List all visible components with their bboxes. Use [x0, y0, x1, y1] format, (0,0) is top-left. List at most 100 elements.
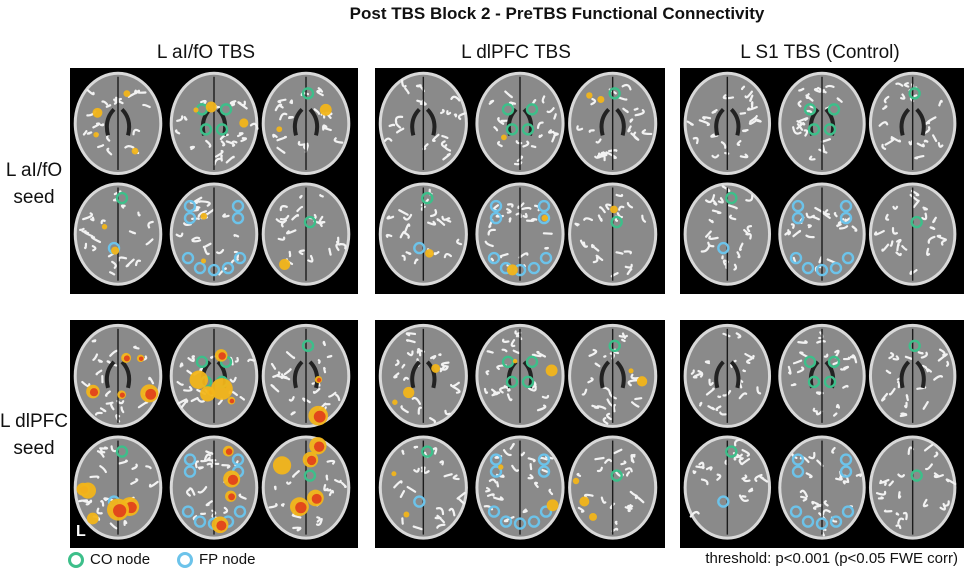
gyrus: [797, 100, 802, 108]
fp-node-marker: [839, 465, 853, 478]
fp-node-marker: [487, 505, 501, 518]
gyrus: [443, 253, 453, 259]
gyrus: [280, 503, 285, 507]
gyrus: [624, 505, 633, 510]
co-node-icon: [68, 551, 84, 568]
gyrus: [109, 271, 116, 276]
gyrus: [553, 132, 559, 137]
gyrus: [842, 365, 849, 371]
gyrus: [606, 398, 616, 407]
gyrus: [174, 129, 181, 135]
gyrus: [394, 359, 400, 367]
gyrus: [932, 134, 938, 143]
gyrus: [297, 140, 306, 146]
gyrus: [548, 488, 554, 496]
brain-slice: [261, 323, 351, 428]
gyrus: [422, 466, 430, 474]
brain-slice: [683, 435, 772, 540]
gyrus: [334, 478, 342, 484]
panel-dlpfc-seed-aifo-tbs: [70, 320, 358, 548]
gyrus: [203, 247, 210, 256]
gyrus: [704, 230, 712, 238]
gyrus: [581, 388, 588, 396]
gyrus: [881, 243, 890, 252]
gyrus: [824, 209, 831, 216]
brain-slice: [475, 71, 565, 175]
gyrus: [507, 203, 514, 208]
gyrus: [738, 494, 749, 503]
gyrus: [197, 485, 208, 494]
gyrus: [444, 409, 451, 416]
gyrus: [416, 99, 427, 106]
gyrus: [888, 387, 896, 396]
gyrus: [287, 115, 294, 120]
gyrus: [183, 385, 193, 392]
gyrus: [738, 392, 748, 400]
gyrus: [322, 125, 332, 132]
gyrus: [491, 388, 499, 396]
gyrus: [738, 242, 744, 251]
gyrus: [598, 206, 606, 214]
co-node-marker: [725, 445, 738, 458]
activation-blob: [189, 370, 208, 389]
gyrus: [922, 498, 929, 508]
activation-blob: [597, 95, 605, 104]
gyrus: [412, 525, 423, 531]
gyrus: [599, 153, 606, 162]
gyrus: [179, 362, 184, 368]
gyrus: [577, 506, 585, 513]
gyrus: [904, 355, 913, 360]
gyrus: [490, 257, 495, 262]
gyrus: [922, 400, 929, 410]
gyrus: [923, 139, 929, 143]
gyrus: [747, 487, 754, 493]
gyrus: [592, 256, 599, 264]
gyrus: [325, 474, 329, 481]
gyrus: [616, 212, 624, 219]
gyrus: [411, 396, 422, 405]
gyrus: [443, 473, 453, 478]
gyrus: [137, 400, 149, 409]
gyrus: [541, 468, 549, 473]
gyrus: [881, 143, 887, 151]
gyrus: [290, 411, 296, 416]
gyrus: [792, 229, 802, 238]
gyrus: [539, 456, 548, 461]
co-node-marker: [215, 123, 229, 136]
gyrus: [754, 473, 763, 482]
legend-co: CO node: [68, 551, 150, 568]
gyrus: [745, 358, 752, 365]
gyrus: [289, 99, 294, 105]
gyrus: [316, 89, 324, 97]
gyrus: [629, 118, 634, 123]
gyrus: [888, 480, 894, 487]
gyrus: [933, 472, 940, 478]
gyrus: [278, 104, 284, 109]
gyrus: [94, 411, 103, 416]
gyrus: [200, 99, 207, 105]
gyrus: [120, 204, 126, 209]
gyrus: [594, 456, 605, 461]
gyrus: [823, 353, 829, 358]
fp-node-marker: [489, 453, 503, 466]
gyrus: [399, 230, 407, 239]
fp-node-marker: [489, 211, 503, 225]
gyrus: [501, 338, 510, 343]
gyrus: [502, 449, 512, 457]
gyrus: [717, 197, 724, 204]
gyrus: [938, 348, 946, 357]
fp-node-marker: [841, 251, 855, 265]
brain-slice: [378, 323, 468, 428]
gyrus: [317, 87, 324, 93]
co-node-marker: [908, 87, 921, 100]
gyrus: [692, 136, 699, 145]
gyrus: [541, 394, 550, 399]
gyrus: [733, 263, 738, 271]
gyrus: [393, 480, 403, 489]
gyrus: [626, 201, 634, 209]
gyrus: [895, 238, 902, 244]
gyrus: [456, 238, 463, 246]
gyrus: [506, 208, 512, 214]
gyrus: [814, 206, 825, 214]
brain-slice: [778, 182, 866, 286]
